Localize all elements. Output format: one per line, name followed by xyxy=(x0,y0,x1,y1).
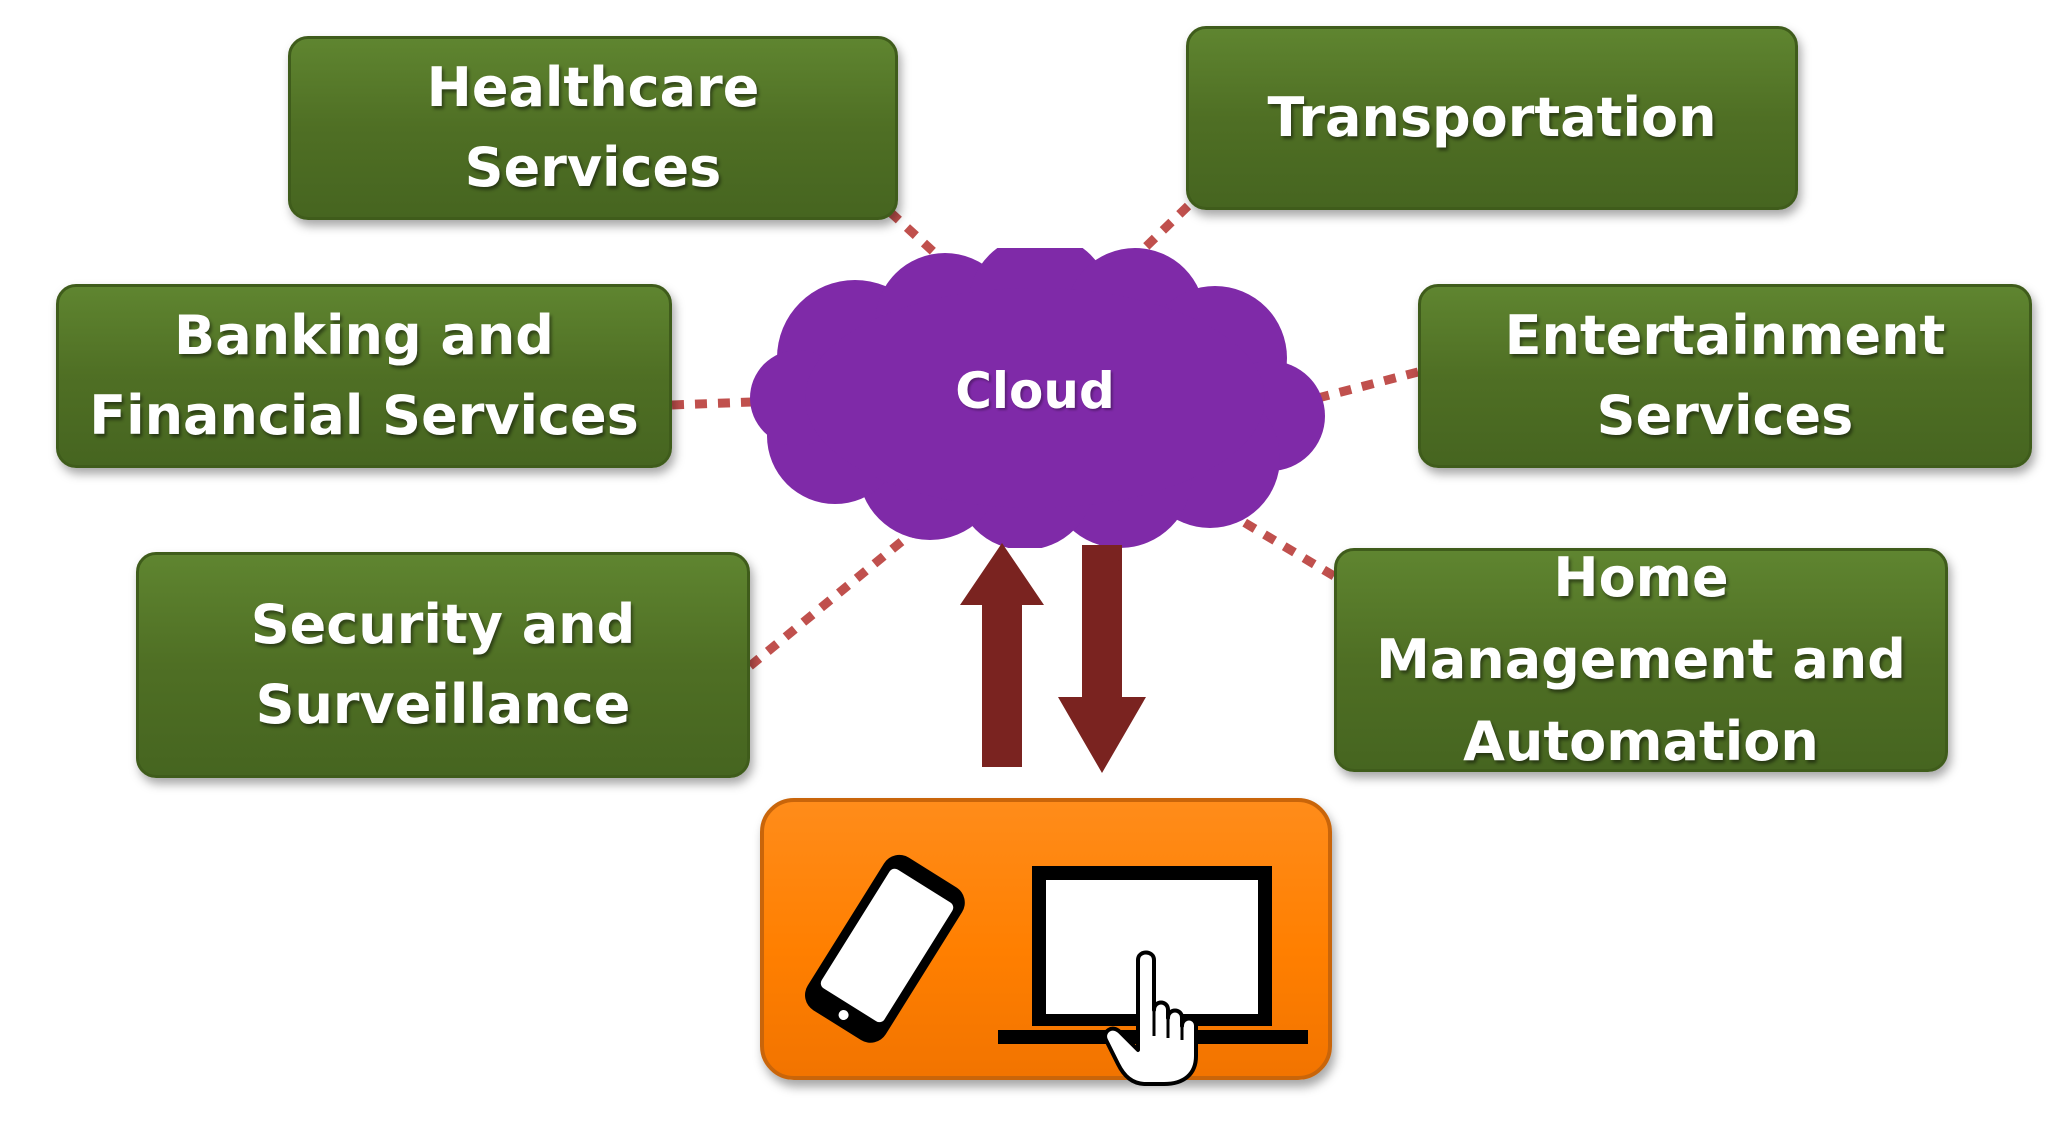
banking-financial-services-box: Banking and Financial Services xyxy=(56,284,672,468)
home-management-automation-label: Home Management and Automation xyxy=(1376,546,1906,773)
arrow-up-icon xyxy=(960,543,1044,767)
banking-financial-services-label: Banking and Financial Services xyxy=(89,304,639,447)
user-devices-panel xyxy=(760,798,1332,1086)
healthcare-services-label: Healthcare Services xyxy=(426,56,760,199)
connector-security xyxy=(747,524,921,670)
entertainment-services-box: Entertainment Services xyxy=(1418,284,2032,468)
home-management-automation-box: Home Management and Automation xyxy=(1334,546,1948,773)
cloud-label: Cloud xyxy=(955,362,1115,420)
transportation-label: Transportation xyxy=(1267,86,1717,149)
security-surveillance-label: Security and Surveillance xyxy=(250,593,636,736)
connector-entertainment xyxy=(1316,367,1420,403)
cloud-icon xyxy=(750,248,1325,548)
pointing-hand-icon xyxy=(1103,950,1198,1086)
connector-home xyxy=(1197,492,1337,580)
smartphone-icon xyxy=(805,854,965,1043)
entertainment-services-label: Entertainment Services xyxy=(1504,304,1946,447)
cloud: Cloud xyxy=(740,248,1330,548)
security-surveillance-box: Security and Surveillance xyxy=(136,552,750,778)
data-flow-arrows xyxy=(960,543,1146,773)
arrow-down-icon xyxy=(1058,545,1146,773)
transportation-box: Transportation xyxy=(1186,26,1798,210)
healthcare-services-box: Healthcare Services xyxy=(288,36,898,220)
